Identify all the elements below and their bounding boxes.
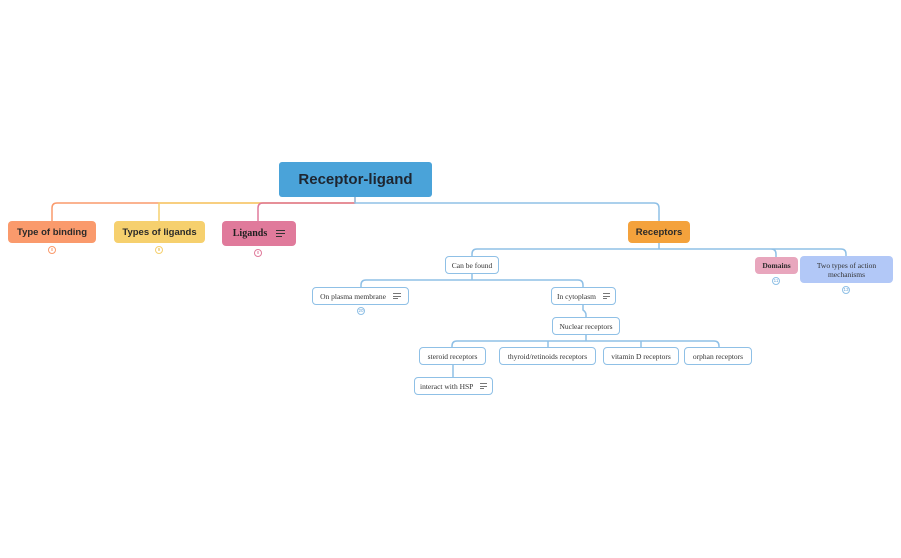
topic-orphan-receptors[interactable]: orphan receptors xyxy=(684,347,752,365)
topic-receptors[interactable]: Receptors xyxy=(628,221,690,243)
topic-two-types-of-action-mechanisms[interactable]: Two types of action mechanisms xyxy=(800,256,893,283)
topic-ligands-label: Ligands xyxy=(232,228,268,239)
collapsed-count-badge[interactable]: 11 xyxy=(772,277,780,285)
topic-steroid-receptors-label: steroid receptors xyxy=(427,351,478,361)
notes-icon[interactable] xyxy=(480,382,487,391)
topic-types-of-ligands[interactable]: Types of ligands xyxy=(114,221,205,243)
notes-icon[interactable] xyxy=(602,292,610,301)
topic-orphan-receptors-label: orphan receptors xyxy=(692,351,744,361)
topic-ligands[interactable]: Ligands xyxy=(222,221,296,246)
root-topic[interactable]: Receptor-ligand xyxy=(279,162,432,197)
collapsed-count-badge[interactable]: 20 xyxy=(357,307,365,315)
collapsed-count-badge[interactable]: 13 xyxy=(842,286,850,294)
topic-nuclear-receptors[interactable]: Nuclear receptors xyxy=(552,317,620,335)
connector-cytoplasm-nuclear xyxy=(582,304,587,317)
topic-steroid-receptors[interactable]: steroid receptors xyxy=(419,347,486,365)
topic-domains-label: Domains xyxy=(762,261,791,270)
topic-interact-with-hsp[interactable]: interact with HSP xyxy=(414,377,493,395)
topic-in-cytoplasm[interactable]: In cytoplasm xyxy=(551,287,616,305)
root-topic-label: Receptor-ligand xyxy=(298,171,413,188)
topic-thyroid-retinoids-label: thyroid/retinoids receptors xyxy=(507,351,588,361)
topic-types-of-ligands-label: Types of ligands xyxy=(122,226,197,238)
topic-in-cytoplasm-label: In cytoplasm xyxy=(557,291,596,301)
collapsed-count-badge[interactable]: 9 xyxy=(155,246,163,254)
topic-can-be-found[interactable]: Can be found xyxy=(445,256,499,274)
topic-can-be-found-label: Can be found xyxy=(451,260,493,270)
topic-thyroid-retinoids-receptors[interactable]: thyroid/retinoids receptors xyxy=(499,347,596,365)
topic-receptors-label: Receptors xyxy=(635,226,683,238)
collapsed-count-badge[interactable]: 8 xyxy=(48,246,56,254)
notes-icon[interactable] xyxy=(276,228,286,239)
collapsed-count-badge[interactable]: 8 xyxy=(254,249,262,257)
topic-type-of-binding[interactable]: Type of binding xyxy=(8,221,96,243)
topic-nuclear-receptors-label: Nuclear receptors xyxy=(559,321,613,331)
connector-root-types-of-ligands xyxy=(158,202,355,221)
topic-type-of-binding-label: Type of binding xyxy=(16,226,87,238)
connector-root-receptors xyxy=(354,197,660,221)
connector-root-type-of-binding xyxy=(51,197,356,221)
topic-on-plasma-membrane-label: On plasma membrane xyxy=(320,291,386,301)
notes-icon[interactable] xyxy=(392,292,401,301)
connector-can-be-found-children xyxy=(360,274,584,287)
topic-interact-with-hsp-label: interact with HSP xyxy=(420,381,474,391)
connector-nuclear-children xyxy=(451,334,720,347)
topic-on-plasma-membrane[interactable]: On plasma membrane xyxy=(312,287,409,305)
topic-vitamin-d-receptors[interactable]: vitamin D receptors xyxy=(603,347,679,365)
topic-two-types-label: Two types of action mechanisms xyxy=(816,260,877,279)
topic-domains[interactable]: Domains xyxy=(755,257,798,274)
topic-vitamin-d-label: vitamin D receptors xyxy=(611,351,671,361)
connector-root-ligands xyxy=(257,202,355,221)
connector-receptors-children xyxy=(471,243,847,257)
